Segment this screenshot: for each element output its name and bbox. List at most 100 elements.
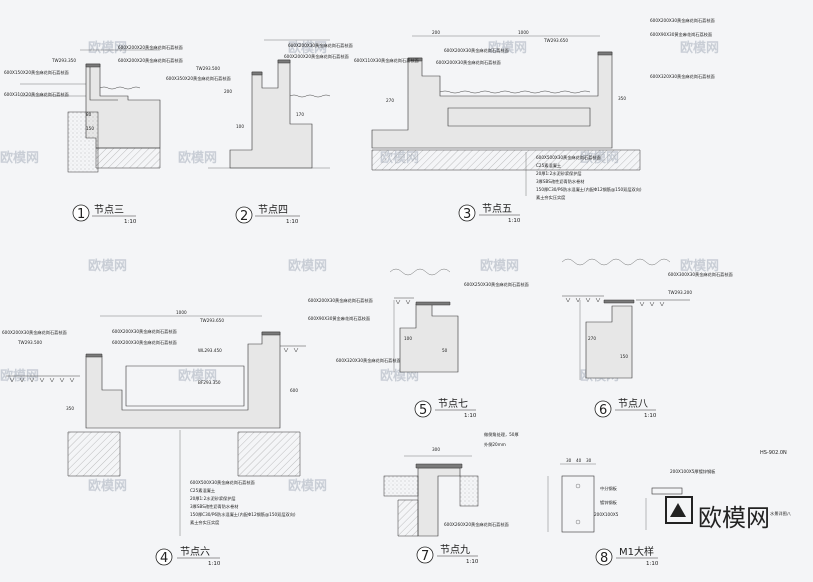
detail-number-circle (416, 546, 434, 564)
watermark: 欧模网 (288, 478, 327, 494)
watermark: 欧模网 (178, 368, 217, 384)
watermark: 欧模网 (178, 150, 217, 166)
watermark: 欧模网 (680, 40, 719, 56)
watermark: 欧模网 (88, 258, 127, 274)
level-mark: TW293.200 (667, 290, 692, 295)
detail-number: 7 (421, 549, 429, 564)
dim-text: 30 (566, 458, 572, 463)
note-line: 20厚1:2水泥砂浆保护层 (190, 495, 236, 502)
material-label: 600X320X30黄金麻花岗石荔枝面 (650, 73, 715, 80)
material-label: 600X200X30黄金麻花岗石荔枝面 (2, 329, 67, 336)
material-label: 600X90X30黄金麻花岗石荔枝面 (650, 31, 712, 38)
watermark-text: 欧模网 (698, 504, 770, 532)
dim-text: 80 (86, 112, 92, 117)
dim-text: 1000 (176, 310, 187, 315)
detail-number: 4 (160, 551, 168, 566)
layer-notes: 600X500X30黄金麻花岗石荔枝面 C25素混凝土 20厚1:2水泥砂浆保护… (525, 152, 642, 201)
detail-number-circle (155, 548, 173, 566)
material-label: 600X250X30黄金麻花岗石荔枝面 (464, 281, 529, 288)
note-line: 600X500X30黄金麻花岗石荔枝面 (190, 479, 255, 486)
material-label: 600X310X20黄金麻花岗石荔枝面 (4, 91, 69, 98)
watermark: 欧模网 (680, 258, 719, 274)
detail-title: 节点九 (440, 544, 470, 556)
dim-text: 100 (236, 124, 244, 129)
material-label: 镀锌钢板 (600, 499, 618, 506)
level-mark: TW293.500 (195, 66, 220, 71)
dim-text: 1000 (518, 30, 529, 35)
drawing-code: HS-902.0N (760, 450, 787, 456)
material-label: 600X320X30黄金麻花岗石荔枝面 (336, 357, 401, 364)
layer-notes: 600X500X30黄金麻花岗石荔枝面 C25素混凝土 20厚1:2水泥砂浆保护… (179, 430, 296, 536)
detail-title: 节点四 (258, 204, 288, 216)
dim-text: 350 (618, 96, 626, 101)
material-label: 600X300X30黄金麻花岗石荔枝面 (668, 271, 733, 278)
material-label: 做倒角处理，50厚 (484, 431, 519, 438)
dim-text: 50 (442, 348, 448, 353)
detail-title: 节点六 (180, 546, 210, 558)
detail-number-circle (72, 204, 90, 222)
detail-4: 1000 600X200X30黄金麻花岗石荔枝面 600X90X30黄金麻花岗石… (2, 297, 401, 567)
dim-text: 270 (386, 98, 394, 103)
material-label: 200X100X5 (594, 512, 619, 517)
material-label: 600X200X30黄金麻花岗石荔枝面 (650, 17, 715, 24)
note-line: C25素混凝土 (536, 162, 561, 169)
detail-scale: 1:10 (508, 218, 521, 224)
detail-number: 8 (600, 551, 608, 566)
detail-scale: 1:10 (646, 561, 659, 567)
note-line: 600X500X30黄金麻花岗石荔枝面 (536, 154, 601, 161)
dim-text: 150 (620, 354, 628, 359)
detail-number-circle (458, 204, 476, 222)
detail-number-circle (235, 206, 253, 224)
level-mark: TW293.500 (17, 340, 42, 345)
level-mark: TW293.350 (51, 58, 76, 63)
detail-scale: 1:10 (208, 561, 221, 567)
detail-scale: 1:10 (286, 219, 299, 225)
note-line: 3厚SBS改性沥青防水卷材 (536, 178, 584, 185)
material-label: 600X200X30黄金麻花岗石荔枝面 (112, 328, 177, 335)
watermark: 欧模网 (0, 150, 39, 166)
note-line: 素土夯实压实度 (190, 519, 220, 526)
note-line: C25素混凝土 (190, 487, 215, 494)
detail-number-circle (595, 548, 613, 566)
dim-text: 100 (404, 336, 412, 341)
dim-text: 300 (432, 447, 440, 452)
material-label: 600X200X30黄金麻花岗石荔枝面 (444, 47, 509, 54)
detail-scale: 1:10 (464, 413, 477, 419)
detail-title: 节点五 (482, 203, 512, 215)
watermark: 欧模网 (88, 478, 127, 494)
watermark: 欧模网 (88, 40, 127, 56)
note-line: 素土夯实压实度 (536, 194, 566, 201)
note-line: 20厚1:2水泥砂浆保护层 (536, 170, 582, 177)
material-label: 中分钢板 (600, 485, 618, 492)
detail-scale: 1:10 (644, 413, 657, 419)
dim-text: 350 (66, 406, 74, 411)
material-label: 600X200X30黄金麻花岗石荔枝面 (112, 339, 177, 346)
dim-text: 150 (86, 126, 94, 131)
dim-text: 40 (576, 458, 582, 463)
level-mark: TW293.650 (543, 38, 568, 43)
material-label: 200X100X5厚镀锌钢板 (670, 468, 716, 475)
level-mark: BF293.350 (198, 380, 221, 385)
material-label: 600X200X30黄金麻花岗石荔枝面 (436, 59, 501, 66)
material-label: 600X150X20黄金麻花岗石荔枝面 (4, 69, 69, 76)
detail-number-circle (594, 400, 612, 418)
material-label: 外倒20mm (484, 441, 506, 448)
detail-number: 5 (419, 403, 427, 418)
dim-text: 200 (432, 30, 440, 35)
watermark: 欧模网 (480, 258, 519, 274)
dim-text: 30 (586, 458, 592, 463)
material-label: 600X200X20黄金麻花岗石荔枝面 (118, 44, 183, 51)
dim-text: 170 (296, 112, 304, 117)
dim-text: 200 (224, 89, 232, 94)
dim-text: 270 (588, 336, 596, 341)
watermark: 欧模网 (288, 40, 327, 56)
material-label: 600X350X20黄金麻花岗石荔枝面 (166, 75, 231, 82)
note-line: 150厚C30/P6防水混凝土(内配Φ12钢筋@150双层双向) (190, 511, 296, 518)
material-label: 600X90X30黄金麻花岗石荔枝面 (308, 315, 370, 322)
detail-number-circle (414, 400, 432, 418)
dim-text: 600 (290, 388, 298, 393)
level-mark: WL293.450 (198, 348, 222, 353)
watermark: 欧模网 (288, 258, 327, 274)
